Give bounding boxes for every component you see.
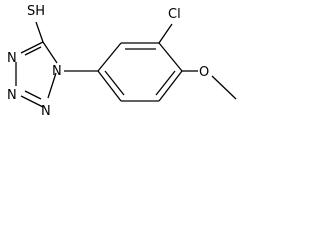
tetrazole-n2-label: N [41, 104, 51, 119]
bond-n3-n2 [20, 95, 44, 108]
bond-c4-c5-double [155, 70, 176, 96]
chloro-label: Cl [168, 7, 181, 22]
bond-c5-n4 [20, 41, 44, 54]
tetrazole-ring [15, 21, 58, 108]
bond-c4-c5 [158, 70, 183, 102]
bond-c5-n1 [42, 41, 58, 64]
bond-c6-c1-double [104, 70, 125, 96]
bond-n3-n2-double [24, 90, 42, 100]
bond-n2-n1 [47, 72, 57, 99]
tetrazole-n3-label: N [7, 88, 17, 103]
bond-c3-c4 [158, 42, 183, 72]
tetrazole-n1-label: N [52, 64, 62, 79]
bond-c5-n4-double [24, 46, 42, 56]
tetrazole-n4-label: N [7, 51, 17, 66]
thiol-label: SH [27, 4, 45, 19]
bond-o-methyl [211, 75, 237, 100]
substituent-bonds [158, 23, 237, 100]
benzene-ring [64, 42, 183, 102]
bond-c5-s [35, 21, 44, 43]
bond-c6-c1 [97, 70, 122, 102]
methoxy-oxygen-label: O [199, 65, 209, 80]
bond-c1-c2 [97, 42, 122, 72]
molecule-structure: SH Cl O N N N N [7, 4, 237, 119]
bond-c3-cl [158, 23, 173, 44]
